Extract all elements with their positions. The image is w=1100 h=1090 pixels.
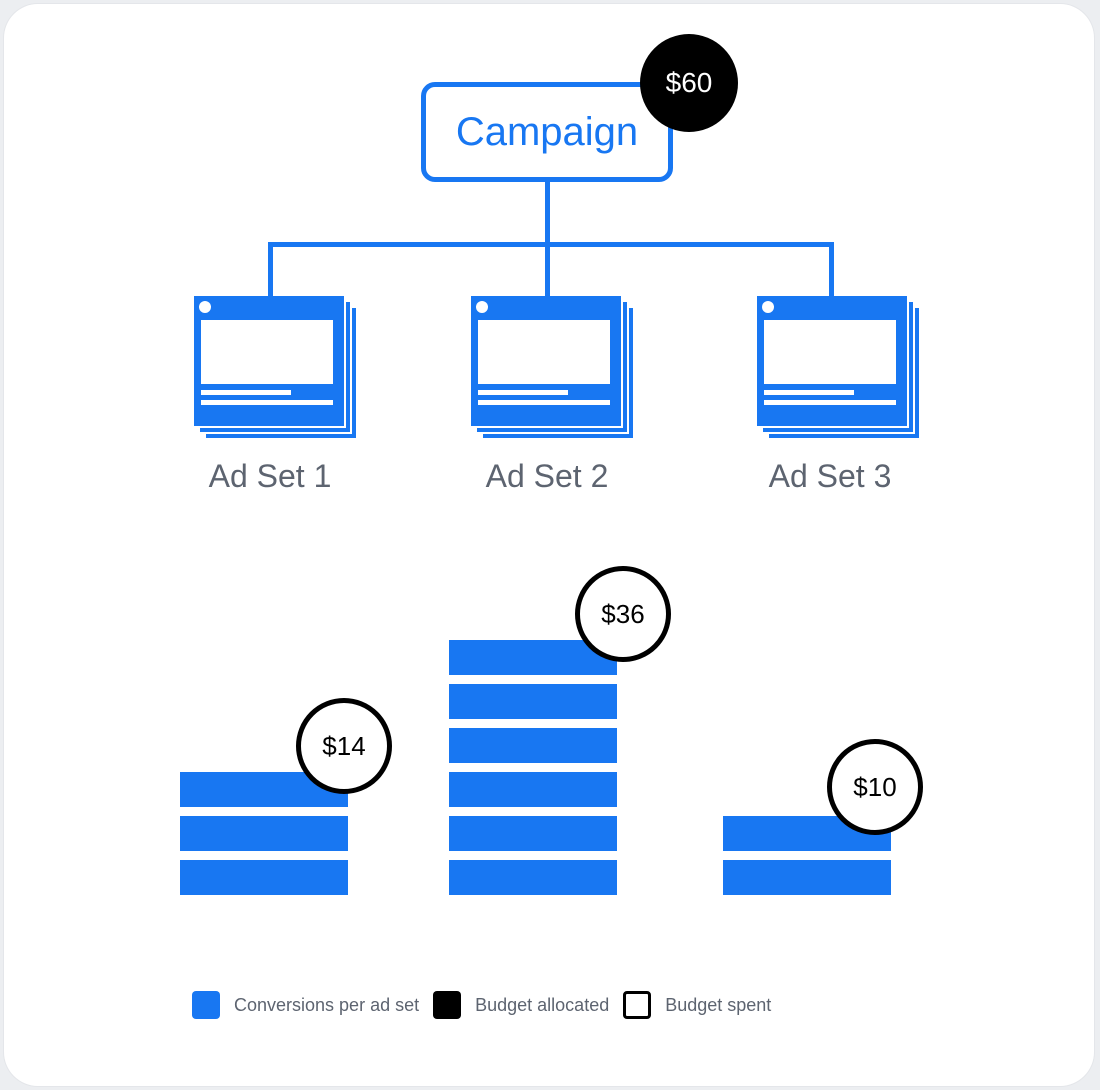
connector-middle	[545, 242, 550, 300]
budget-spent-value: $10	[853, 771, 897, 802]
budget-spent-badge: $14	[296, 698, 392, 794]
campaign-box: Campaign	[421, 82, 673, 182]
legend-item-allocated: Budget allocated	[433, 991, 609, 1019]
conversion-bar	[180, 816, 348, 851]
budget-spent-badge: $36	[575, 566, 671, 662]
budget-spent-badge: $10	[827, 739, 923, 835]
connector-trunk	[545, 182, 550, 247]
ad-set-label: Ad Set 2	[485, 458, 609, 494]
conversion-bar	[449, 860, 617, 895]
connector-bus	[268, 242, 834, 247]
blue-square-icon	[192, 991, 220, 1019]
legend: Conversions per ad set Budget allocated …	[192, 991, 785, 1019]
budget-allocated-value: $60	[665, 67, 713, 98]
connector-right	[829, 242, 834, 300]
budget-spent-value: $36	[601, 598, 645, 629]
conversion-bar	[180, 860, 348, 895]
conversion-bar	[449, 816, 617, 851]
ad-set-label: Ad Set 3	[768, 458, 892, 494]
campaign-label: Campaign	[455, 109, 639, 154]
conversion-bar	[723, 860, 891, 895]
diagram-card: Campaign $60 Ad Set 1	[4, 4, 1094, 1086]
conversion-bar	[449, 684, 617, 719]
ad-stack-icon	[194, 296, 356, 438]
legend-label: Budget allocated	[475, 994, 610, 1015]
ad-stack-icon	[757, 296, 919, 438]
outline-square-icon	[623, 991, 652, 1019]
conversion-bar	[449, 728, 617, 763]
legend-item-conversions: Conversions per ad set	[192, 991, 419, 1019]
legend-item-spent: Budget spent	[623, 991, 771, 1019]
budget-allocated-badge: $60	[640, 34, 738, 132]
ad-set-label: Ad Set 1	[208, 458, 332, 494]
legend-label: Budget spent	[665, 994, 772, 1015]
connector-left	[268, 242, 273, 300]
legend-label: Conversions per ad set	[234, 994, 420, 1015]
budget-spent-value: $14	[322, 730, 366, 761]
black-square-icon	[433, 991, 462, 1019]
ad-stack-icon	[471, 296, 633, 438]
conversion-bar	[449, 772, 617, 807]
